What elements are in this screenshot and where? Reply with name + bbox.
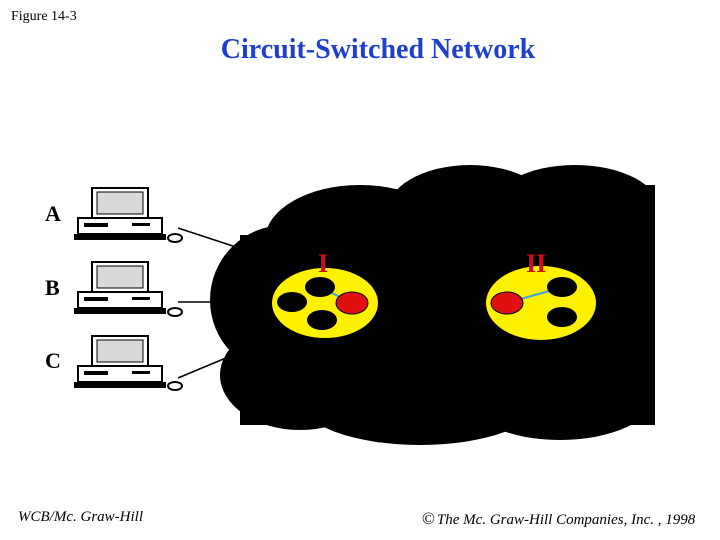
footer-copyright: ©The Mc. Graw-Hill Companies, Inc. , 199…: [422, 509, 695, 529]
switch-i-port-2: [277, 292, 307, 312]
station-b: [74, 261, 183, 317]
switch-ii-port-active: [490, 291, 524, 315]
switch-i-port-3: [307, 310, 337, 330]
station-label-c: C: [45, 348, 61, 373]
switch-ii-port-2: [547, 307, 577, 327]
access-links: [177, 227, 246, 379]
link-c: [177, 349, 246, 379]
link-a: [177, 227, 246, 251]
switch-label-ii: II: [526, 249, 546, 278]
station-label-b: B: [45, 275, 60, 300]
station-c: [74, 335, 183, 391]
copyright-symbol: ©: [422, 509, 435, 528]
page-title: Circuit-Switched Network: [220, 34, 536, 65]
station-a: [74, 187, 183, 243]
switch-i-port-active: [335, 291, 369, 315]
switch-i: [272, 268, 378, 338]
footer-publisher: WCB/Mc. Graw-Hill: [18, 509, 143, 525]
switch-ii-port-1: [547, 277, 577, 297]
switch-i-port-1: [305, 277, 335, 297]
switch-ii: [486, 266, 596, 340]
figure-label: Figure 14-3: [11, 9, 77, 24]
switch-label-i: I: [318, 249, 328, 278]
station-label-a: A: [45, 201, 61, 226]
copyright-text: The Mc. Graw-Hill Companies, Inc. , 1998: [436, 512, 696, 528]
